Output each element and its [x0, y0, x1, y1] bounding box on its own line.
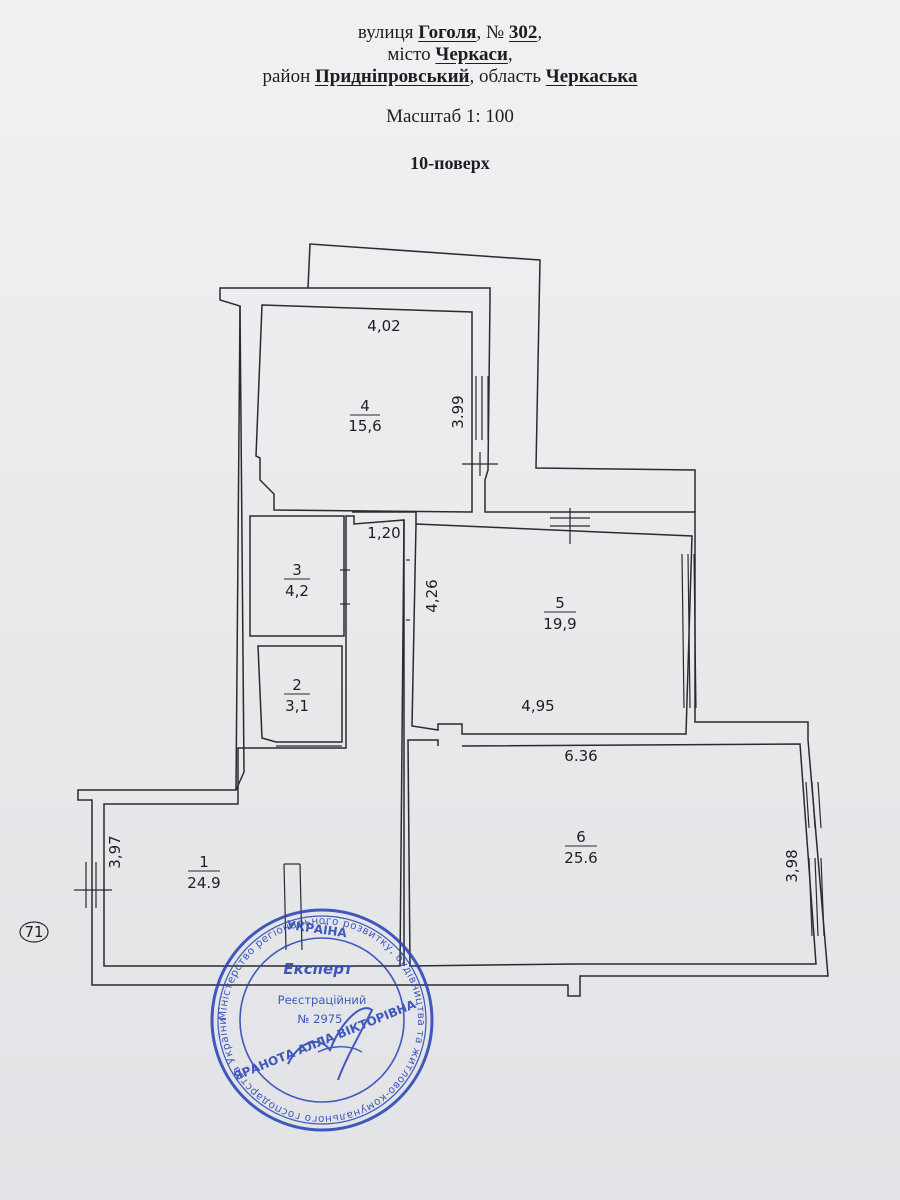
- signature-mark: [287, 1007, 374, 1081]
- room3-outline: [249, 515, 345, 637]
- official-stamp: Міністерство регіонального розвитку, буд…: [0, 0, 434, 1132]
- svg-text:6: 6: [576, 828, 586, 846]
- stamp-reg-label: Реєстраційний: [278, 993, 367, 1007]
- room-label-6: 6 25.6: [564, 828, 597, 867]
- svg-text:25.6: 25.6: [564, 849, 597, 867]
- svg-text:19,9: 19,9: [543, 615, 576, 633]
- room6-width-dimension: 6.36: [564, 747, 597, 765]
- room-label-5: 5 19,9: [543, 594, 576, 633]
- room-label-4: 4 15,6: [348, 397, 381, 435]
- room-label-3: 3 4,2: [284, 561, 310, 600]
- room5-outline: [411, 523, 693, 735]
- room5-height-dimension: 4,26: [423, 579, 441, 612]
- floor-label: 10-поверх: [410, 153, 490, 173]
- svg-text:15,6: 15,6: [348, 417, 381, 435]
- plan-windows: [74, 376, 825, 951]
- page-number-badge: 71: [19, 921, 49, 943]
- room6-outline: [407, 739, 817, 967]
- room6-height-dimension: 3,98: [783, 849, 801, 882]
- stamp-name: ЯРАНОТА АЛЛА ВІКТОРІВНА: [231, 997, 418, 1083]
- room-label-1: 1 24.9: [187, 853, 220, 892]
- svg-text:3: 3: [292, 561, 302, 579]
- plan-walls: [77, 243, 829, 997]
- address-street: вулиця Гоголя, № 302,: [357, 22, 543, 43]
- svg-text:1: 1: [199, 853, 209, 871]
- room5-width-dimension: 4,95: [521, 697, 554, 715]
- room4-outline: [255, 304, 473, 513]
- svg-text:24.9: 24.9: [187, 874, 220, 892]
- scale-label: Масштаб 1: 100: [386, 106, 514, 127]
- stamp-reg-number: № 2975: [298, 1012, 343, 1026]
- room1-outline: [103, 515, 405, 967]
- room4-height-dimension: 3.99: [449, 395, 467, 428]
- room4-width-dimension: 4,02: [367, 317, 400, 335]
- svg-text:3,1: 3,1: [285, 697, 309, 715]
- svg-text:4,2: 4,2: [285, 582, 309, 600]
- svg-text:4: 4: [360, 397, 370, 415]
- stamp-ring-text: Міністерство регіонального розвитку, буд…: [0, 0, 427, 1125]
- room-label-2: 2 3,1: [284, 676, 310, 715]
- address-city: місто Черкаси,: [387, 44, 513, 65]
- balcony-outline: [307, 243, 696, 512]
- svg-text:71: 71: [24, 923, 43, 941]
- svg-text:2: 2: [292, 676, 302, 694]
- address-district: район Придніпровський, область Черкаська: [262, 66, 638, 87]
- room2-outline: [257, 645, 343, 743]
- stamp-title: Експерт: [283, 960, 354, 978]
- room1-height-dimension: 3,97: [106, 835, 124, 868]
- corridor-width-dimension: 1,20: [367, 524, 400, 542]
- svg-text:5: 5: [555, 594, 565, 612]
